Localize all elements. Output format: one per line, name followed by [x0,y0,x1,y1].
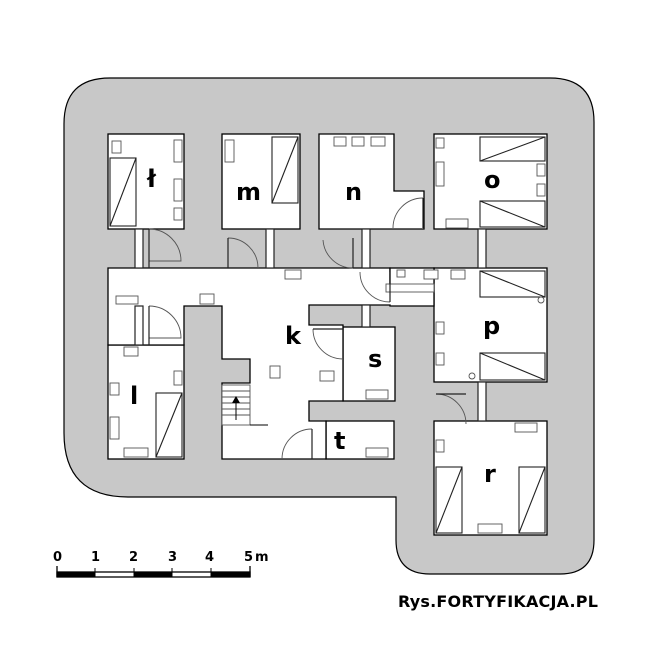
room-s [342,326,396,402]
room-label-n: n [345,178,362,206]
room-label-k: k [285,322,302,350]
room-k-corridor [107,267,435,460]
scale-tick-1: 1 [91,550,100,565]
scale-bar: 0 1 2 3 4 5 m [53,550,269,578]
scale-tick-3: 3 [168,550,177,565]
stair [221,384,268,426]
doors [134,197,487,460]
scale-unit: m [255,550,269,565]
room-label-m: m [236,178,261,206]
room-label-s: s [368,345,382,373]
credit-text: Rys.FORTYFIKACJA.PL [398,592,599,611]
room-label-l: l [130,382,138,410]
room-label-t: t [334,427,345,455]
scale-tick-5: 5 [244,550,253,565]
beds [109,136,546,534]
arrow-up-icon [232,396,240,403]
scale-tick-2: 2 [129,550,138,565]
room-n [318,133,425,230]
room-label-o: o [484,166,501,194]
room-label-p: p [483,312,500,340]
room-label-r: r [484,460,496,488]
furniture [109,136,546,534]
room-label-l-stroke: ł [146,165,157,193]
scale-tick-0: 0 [53,550,62,565]
scale-tick-4: 4 [205,550,214,565]
